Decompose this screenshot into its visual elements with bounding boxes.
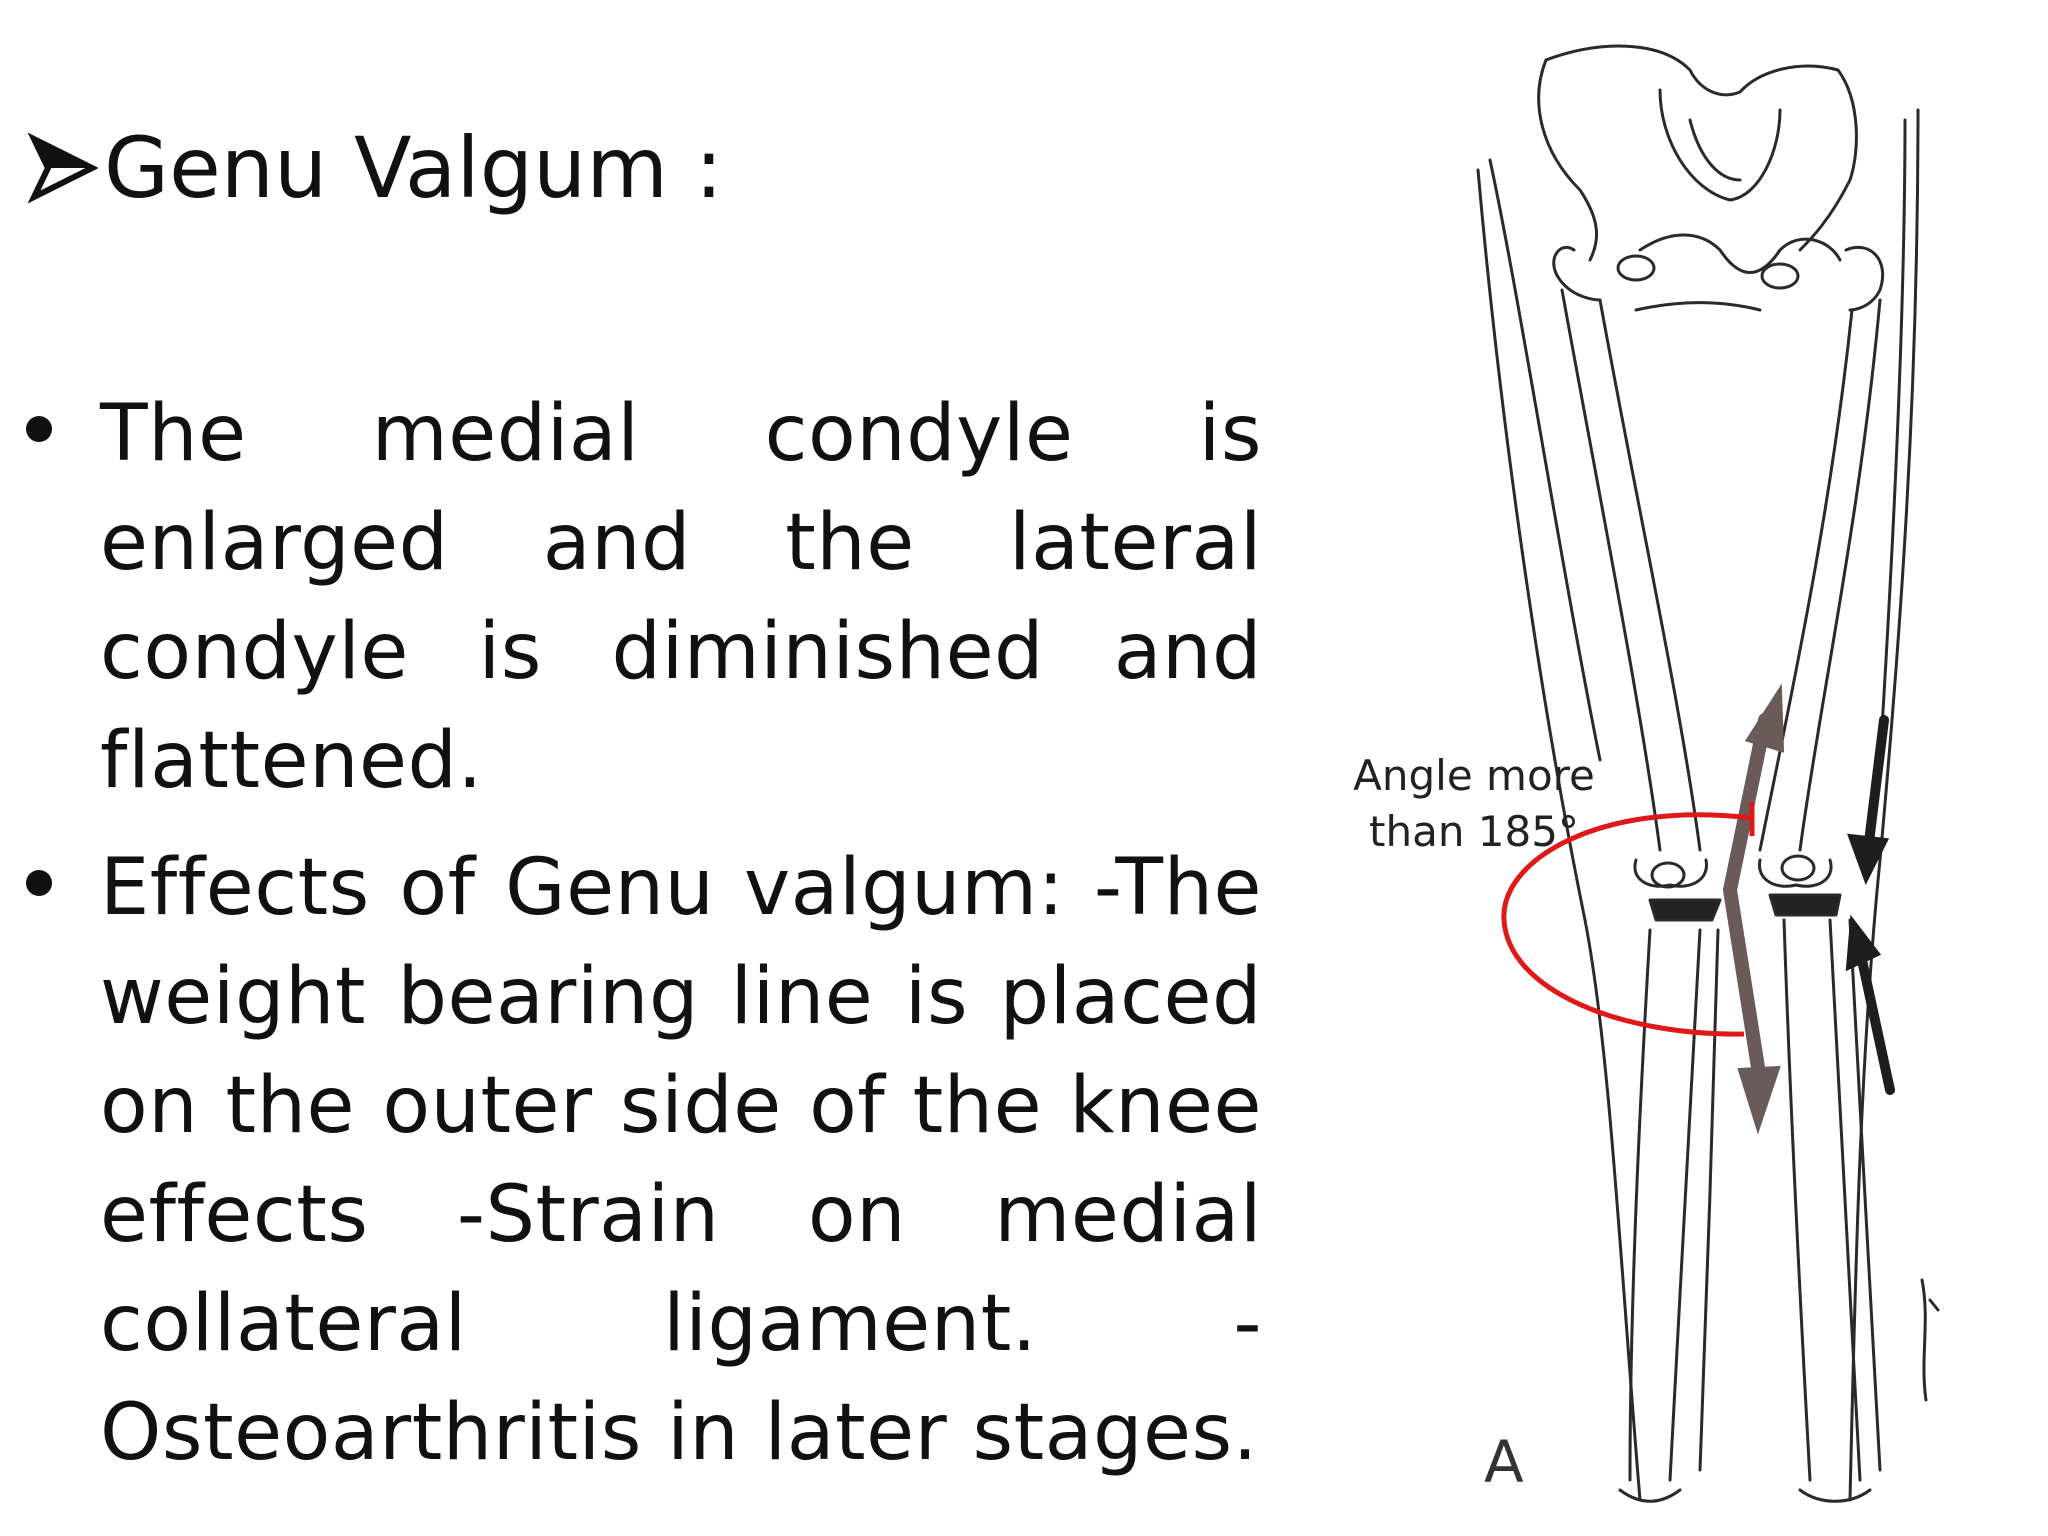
angle-annotation: [1501, 802, 1755, 1037]
arrow-bullet-icon: [28, 133, 98, 203]
angle-label: Angle more than 185°: [1353, 751, 1595, 856]
bullet-item: Effects of Genu valgum: -The weight bear…: [0, 834, 1262, 1488]
bullet-item: The medial condyle is enlarged and the l…: [0, 380, 1262, 816]
bullet-text-condyle: The medial condyle is enlarged and the l…: [100, 389, 1262, 806]
bullet-list: The medial condyle is enlarged and the l…: [0, 380, 1262, 1488]
weight-line-arrows: [1722, 683, 1785, 1135]
genu-valgum-skeleton-illustration: [1476, 44, 1940, 1503]
bullet-text-effects: Effects of Genu valgum: -The weight bear…: [100, 843, 1262, 1478]
slide-heading: Genu Valgum :: [28, 118, 723, 218]
bullet-dot-icon: [26, 416, 52, 442]
figure-panel-letter: A: [1484, 1428, 1524, 1496]
bullet-dot-icon: [26, 870, 52, 896]
heading-text: Genu Valgum :: [104, 119, 724, 217]
